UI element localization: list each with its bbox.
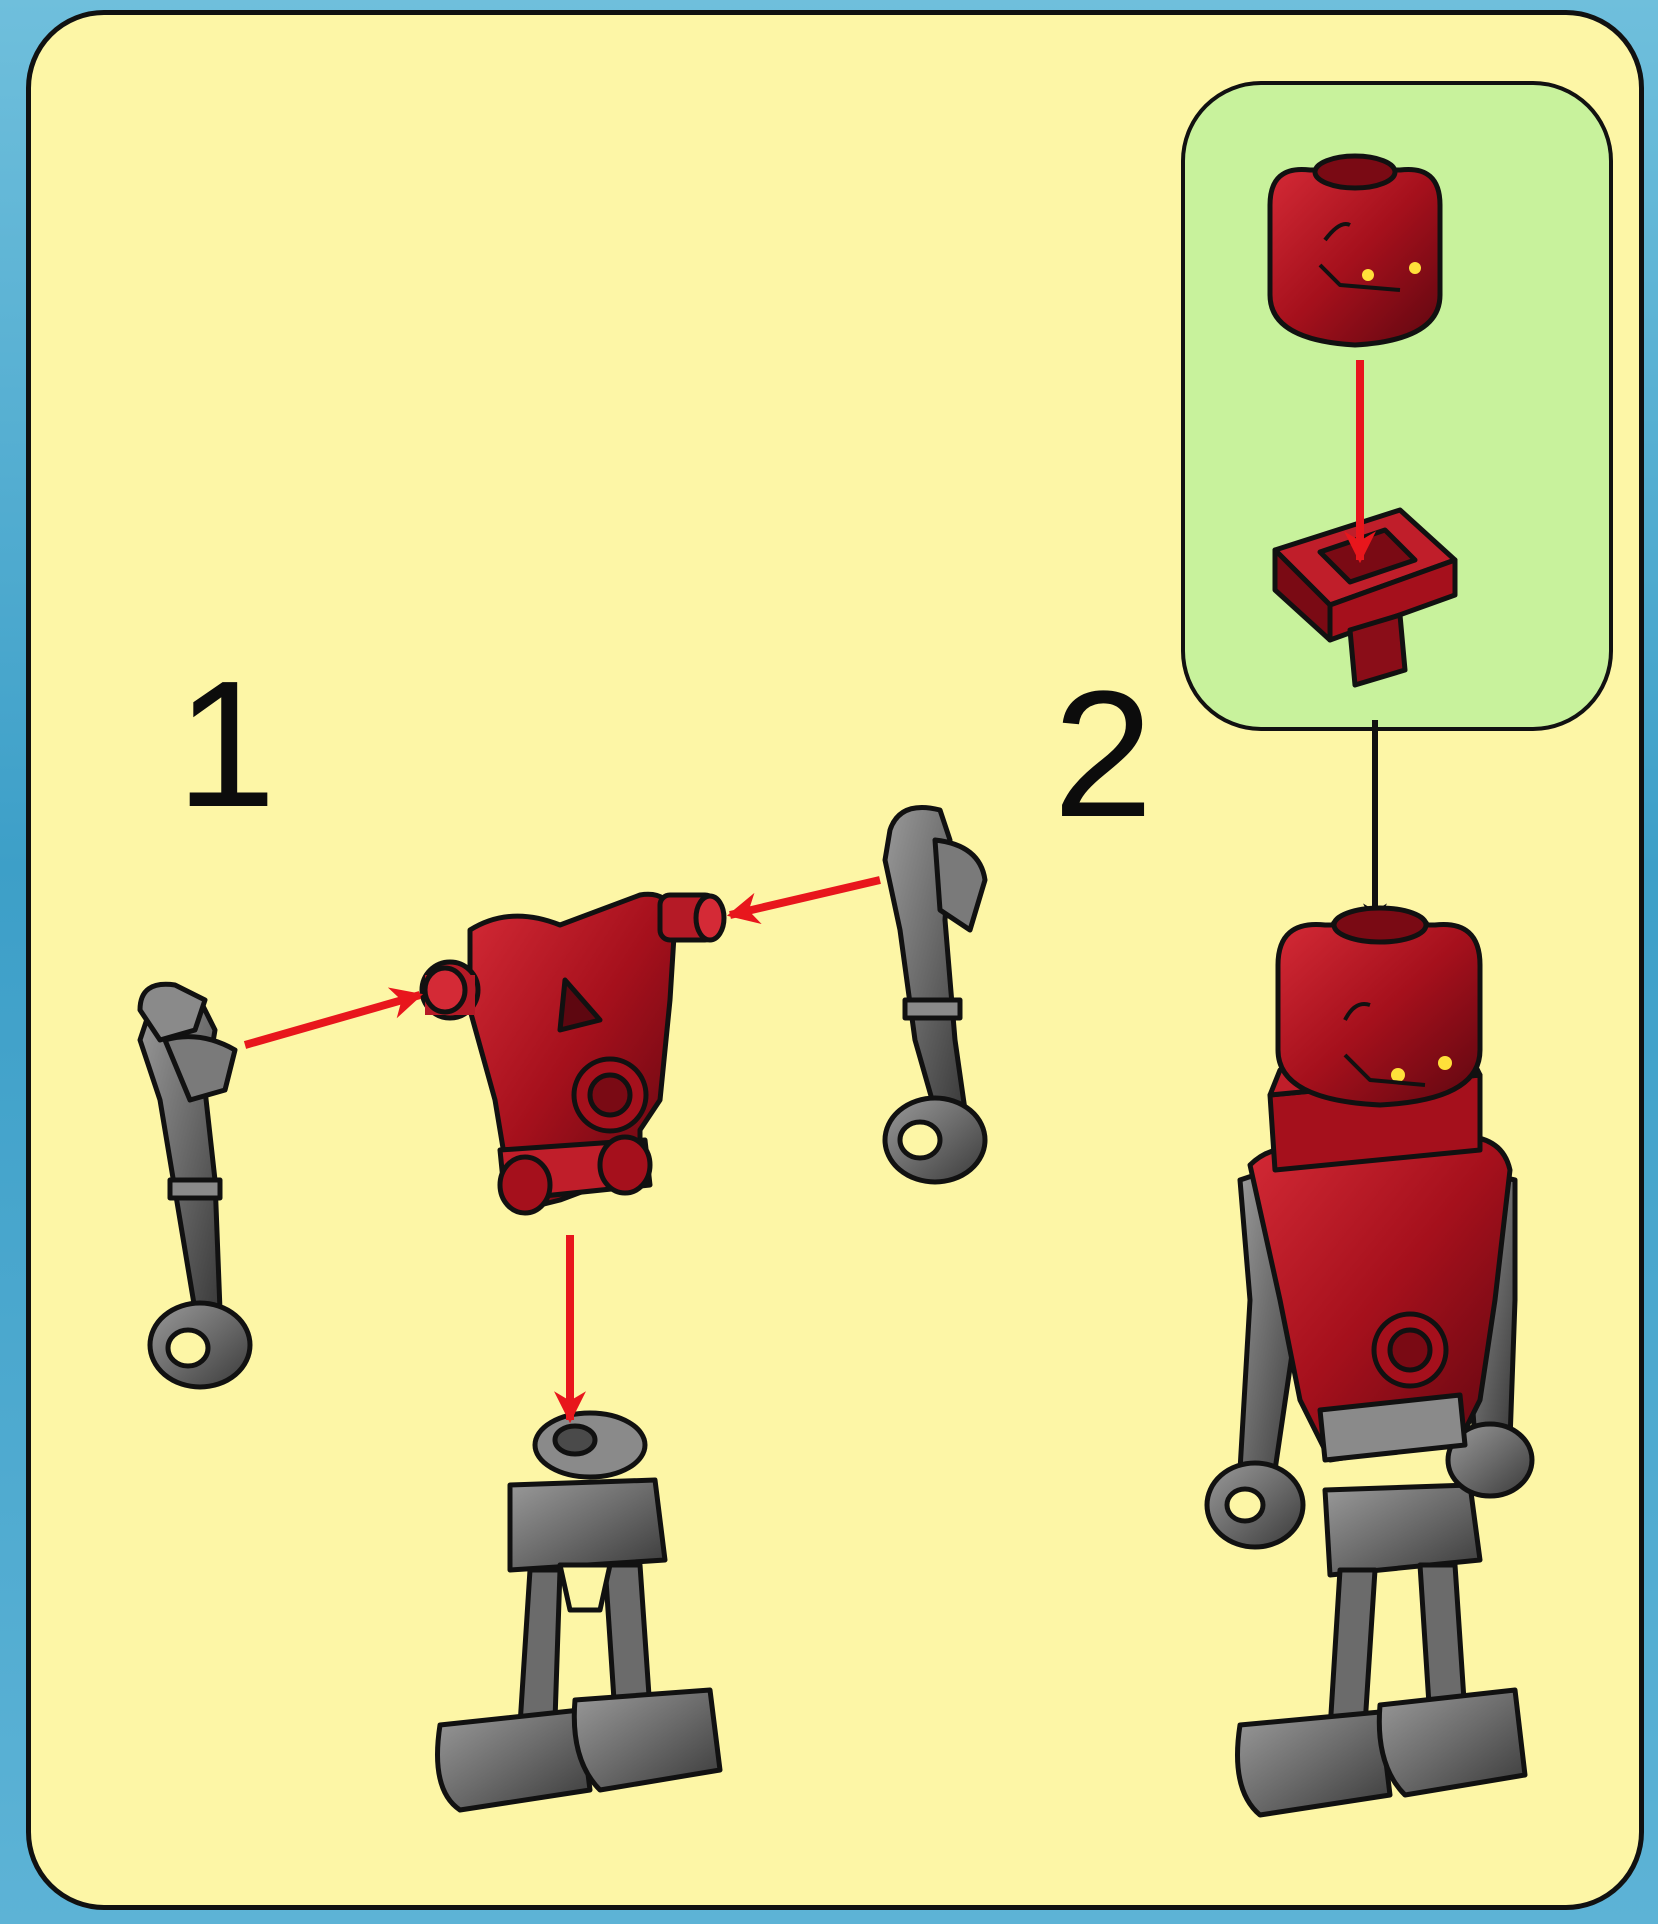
assembled-droid [1204, 905, 1535, 1818]
step-number-2: 2 [1053, 654, 1154, 855]
neck-bracket-part [1272, 507, 1458, 688]
arrow-right-arm-to-torso [726, 876, 881, 925]
arrow-left-arm-to-torso [243, 987, 424, 1049]
droid-torso-part [419, 891, 727, 1216]
step1-assembly-arrows [243, 876, 881, 1424]
minifig-head-part [1267, 153, 1443, 348]
step-number-1: 1 [176, 644, 277, 845]
right-arm-part [882, 805, 988, 1185]
droid-legs-part [435, 1410, 723, 1813]
left-arm-part [137, 981, 253, 1390]
